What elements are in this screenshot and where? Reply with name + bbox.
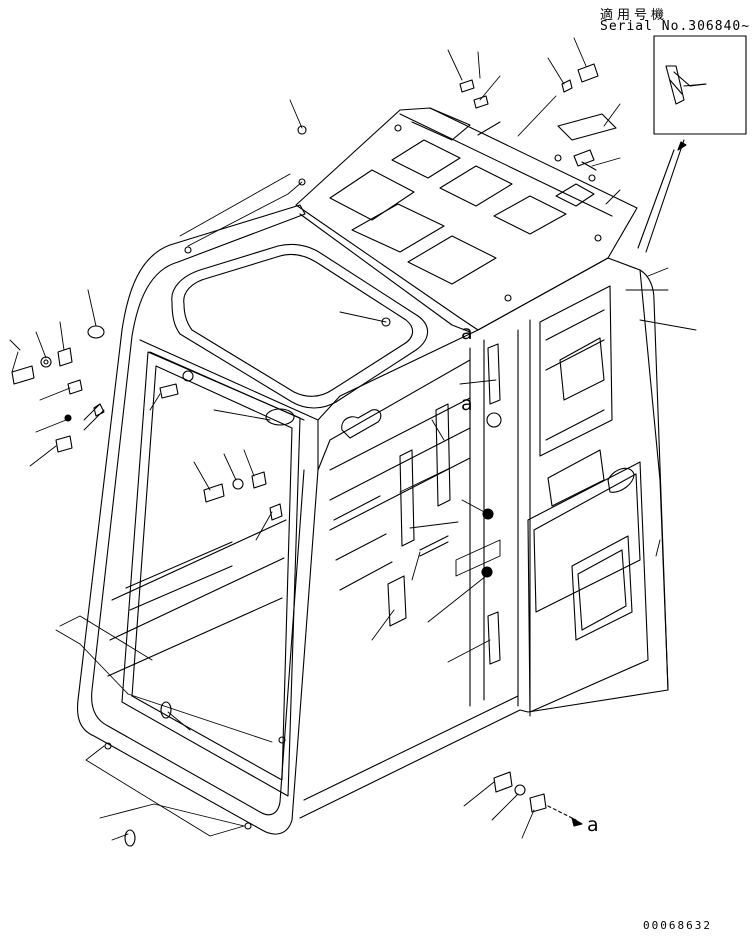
leader-lines <box>9 37 707 841</box>
inset-arrow <box>637 139 685 253</box>
roof-hardware <box>87 63 617 426</box>
drawing-number: 00068632 <box>643 919 712 932</box>
skylight-window <box>171 243 429 409</box>
view-ref-a-2: a <box>461 393 473 415</box>
left-fasteners <box>11 347 286 847</box>
view-ref-a-3: a <box>587 814 599 836</box>
left-side-frame <box>76 204 319 835</box>
serial-number-text: Serial No.306840~ <box>600 19 751 34</box>
applicable-serial-label: 適用号機 <box>600 8 669 23</box>
view-ref-a-1: a <box>461 322 473 344</box>
right-side-body <box>299 257 669 819</box>
detail-inset-box <box>653 35 747 151</box>
bottom-fasteners <box>493 771 583 827</box>
